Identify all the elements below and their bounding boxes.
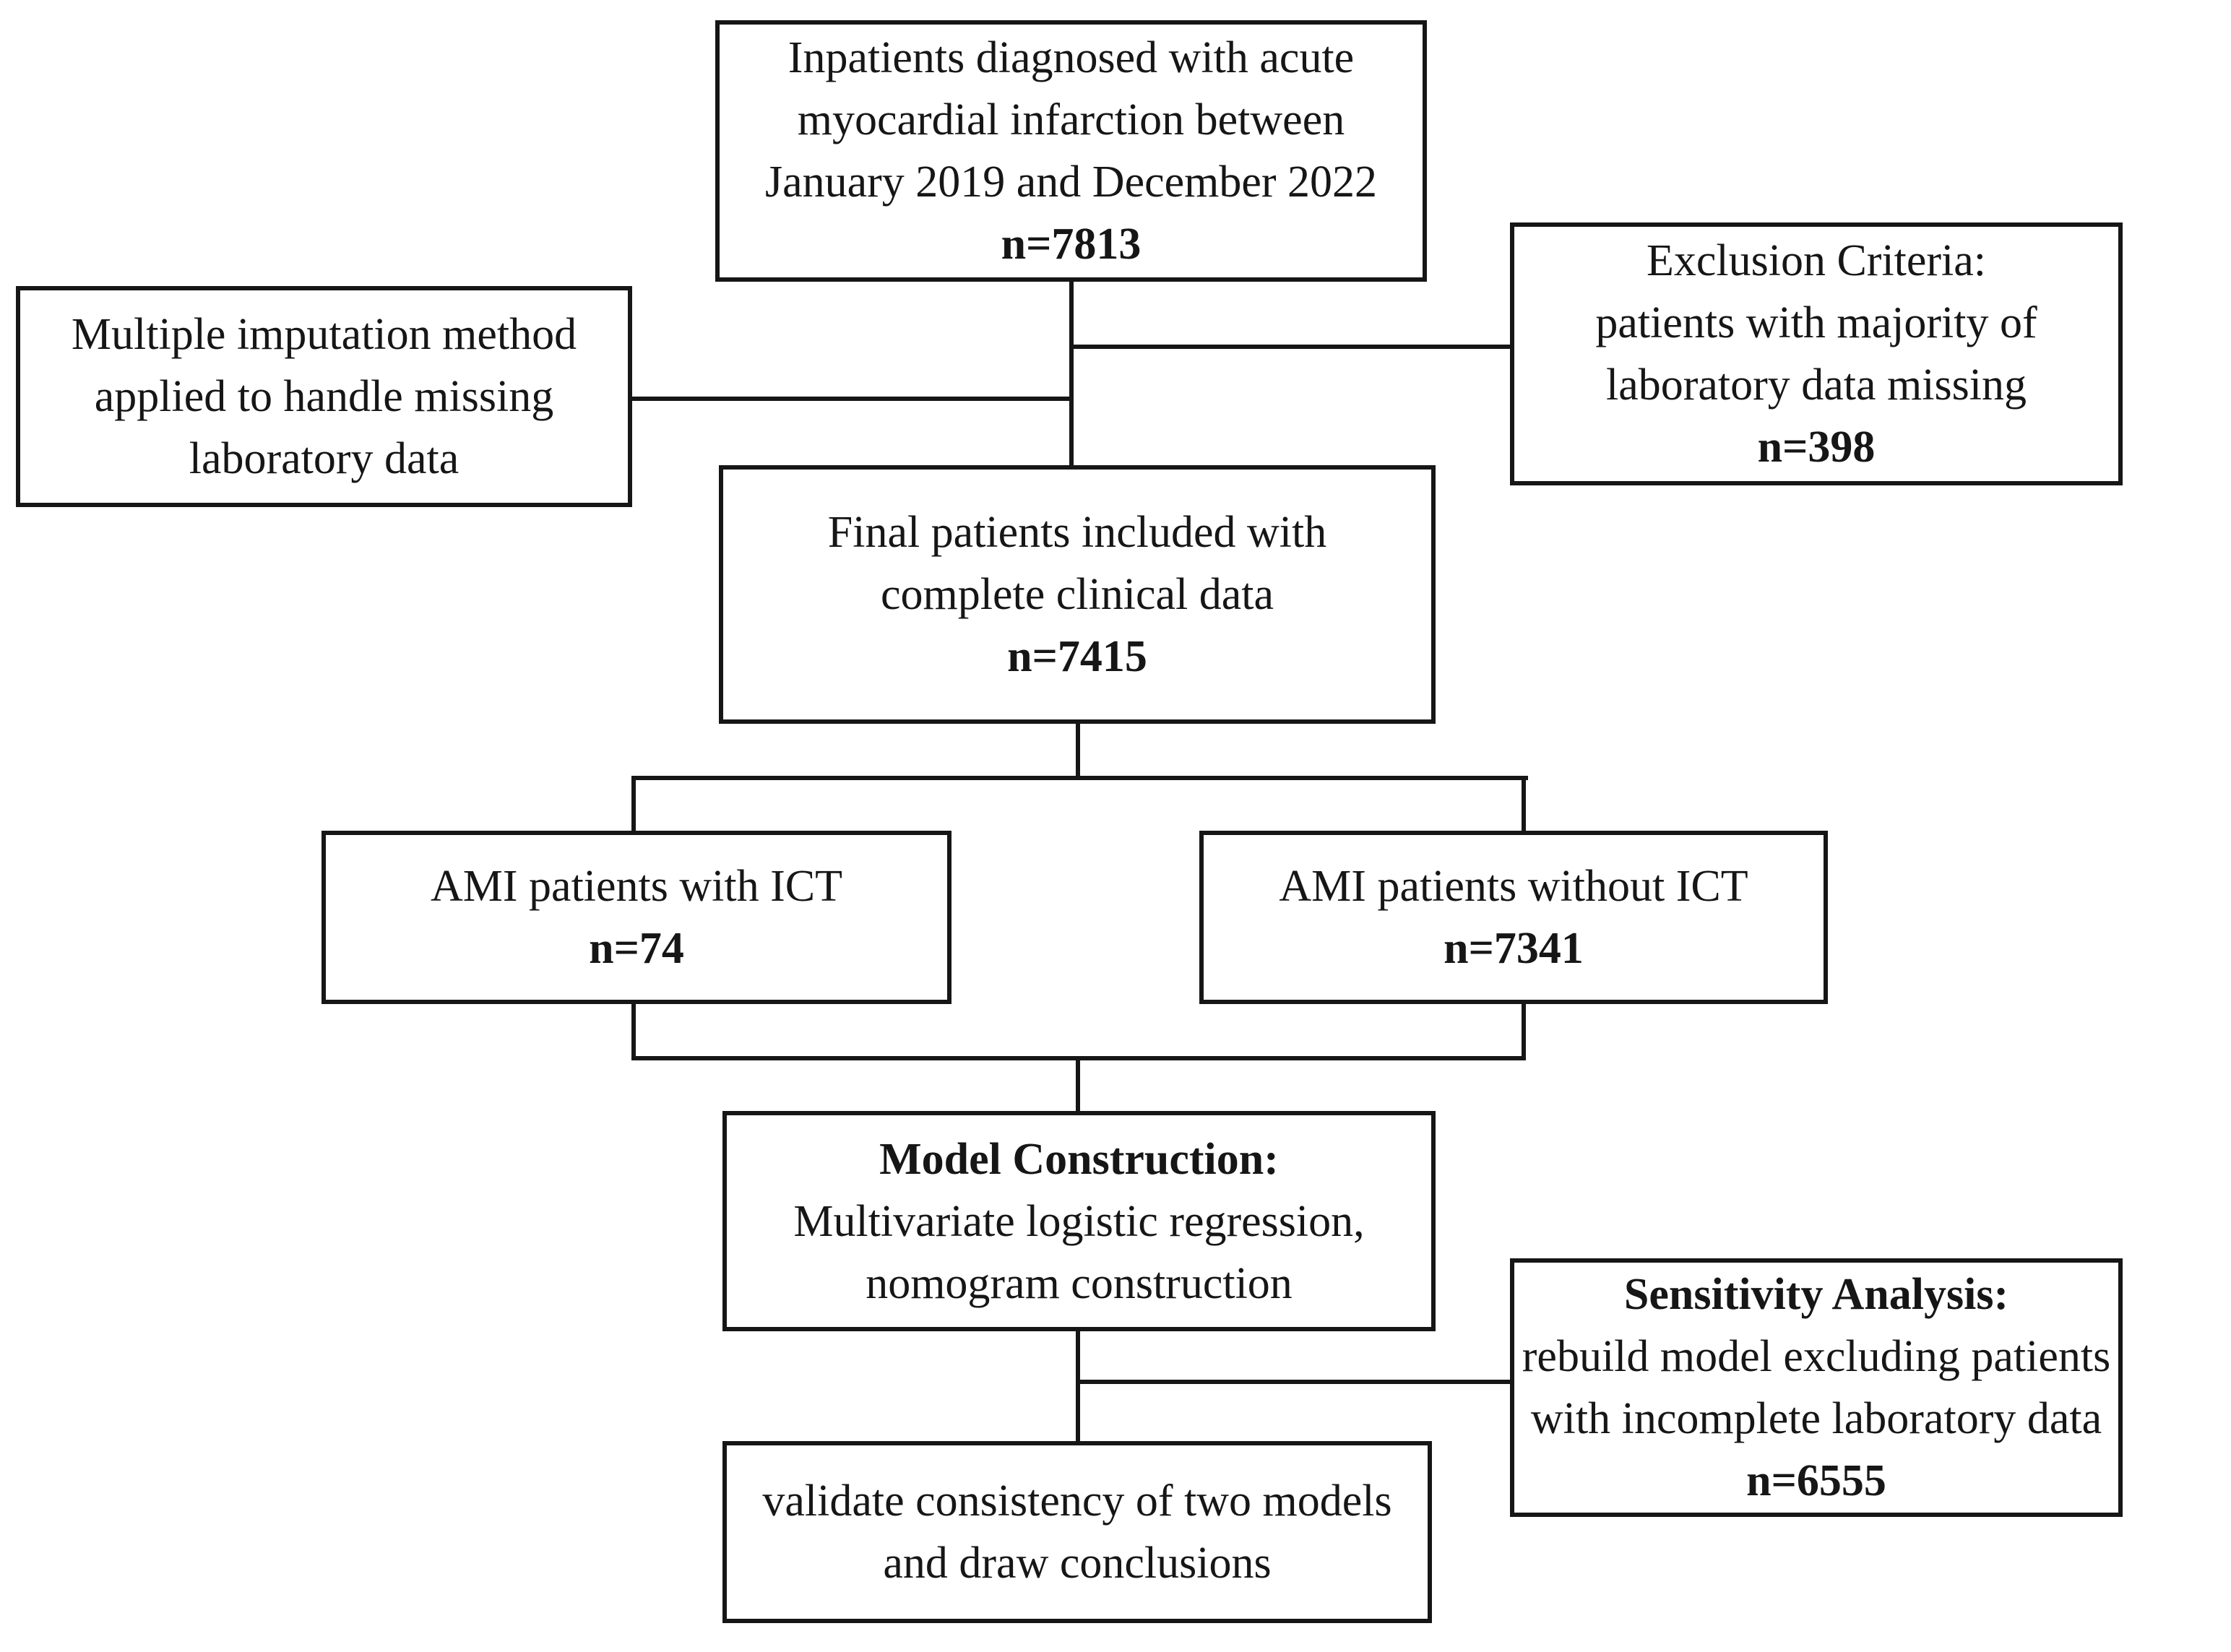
connector-final-down	[1076, 721, 1080, 780]
patient-count: n=7341	[1444, 924, 1584, 973]
connector-merge-down	[1076, 1056, 1080, 1114]
box-model-construction: Model Construction: Multivariate logisti…	[722, 1111, 1436, 1331]
box-line: patients with majority of	[1595, 298, 2037, 347]
box-ami-with-ict: AMI patients with ICT n=74	[322, 831, 951, 1004]
connector-enrollment-down	[1069, 280, 1074, 468]
box-line: applied to handle missing	[94, 372, 554, 421]
box-exclusion: Exclusion Criteria: patients with majori…	[1510, 222, 2123, 485]
box-line: complete clinical data	[881, 570, 1274, 619]
box-title: Model Construction:	[879, 1134, 1279, 1184]
box-line: Multiple imputation method	[71, 310, 577, 359]
connector-split-left-down	[631, 776, 636, 835]
box-line: with incomplete laboratory data	[1530, 1394, 2102, 1443]
box-sensitivity-analysis: Sensitivity Analysis: rebuild model excl…	[1510, 1258, 2123, 1517]
box-line: laboratory data missing	[1606, 360, 2027, 410]
box-line: Exclusion Criteria:	[1646, 236, 1987, 285]
box-line: nomogram construction	[866, 1258, 1293, 1308]
connector-ami-no-ict-down	[1522, 1001, 1526, 1060]
box-ami-without-ict: AMI patients without ICT n=7341	[1199, 831, 1828, 1004]
patient-count: n=6555	[1746, 1456, 1886, 1505]
connector-ami-ict-down	[631, 1001, 636, 1060]
box-enrollment: Inpatients diagnosed with acute myocardi…	[715, 20, 1427, 282]
patient-count: n=7813	[1001, 220, 1142, 269]
box-line: rebuild model excluding patients	[1522, 1332, 2111, 1381]
connector-split-horizontal	[631, 776, 1528, 780]
box-validate-conclusions: validate consistency of two models and d…	[722, 1441, 1432, 1623]
patient-count: n=7415	[1007, 632, 1147, 681]
box-line: Multivariate logistic regression,	[793, 1196, 1365, 1246]
box-line: myocardial infarction between	[797, 95, 1345, 144]
box-title: Sensitivity Analysis:	[1623, 1270, 2009, 1319]
box-final-included: Final patients included with complete cl…	[719, 465, 1436, 724]
box-line: AMI patients without ICT	[1279, 862, 1748, 911]
connector-sensitivity-left	[1076, 1380, 1514, 1384]
connector-split-right-down	[1522, 776, 1526, 835]
box-imputation: Multiple imputation method applied to ha…	[16, 286, 632, 507]
box-line: Final patients included with	[827, 508, 1327, 557]
connector-exclusion-left	[1069, 345, 1514, 349]
box-line: Inpatients diagnosed with acute	[787, 33, 1355, 82]
box-line: laboratory data	[189, 434, 459, 483]
connector-imputation-right	[628, 397, 1074, 401]
connector-model-down	[1076, 1328, 1080, 1444]
patient-count: n=74	[589, 924, 684, 973]
patient-count: n=398	[1757, 423, 1876, 472]
box-line: validate consistency of two models	[762, 1476, 1392, 1526]
box-line: January 2019 and December 2022	[764, 157, 1378, 207]
box-line: and draw conclusions	[883, 1539, 1272, 1588]
box-line: AMI patients with ICT	[431, 862, 842, 911]
